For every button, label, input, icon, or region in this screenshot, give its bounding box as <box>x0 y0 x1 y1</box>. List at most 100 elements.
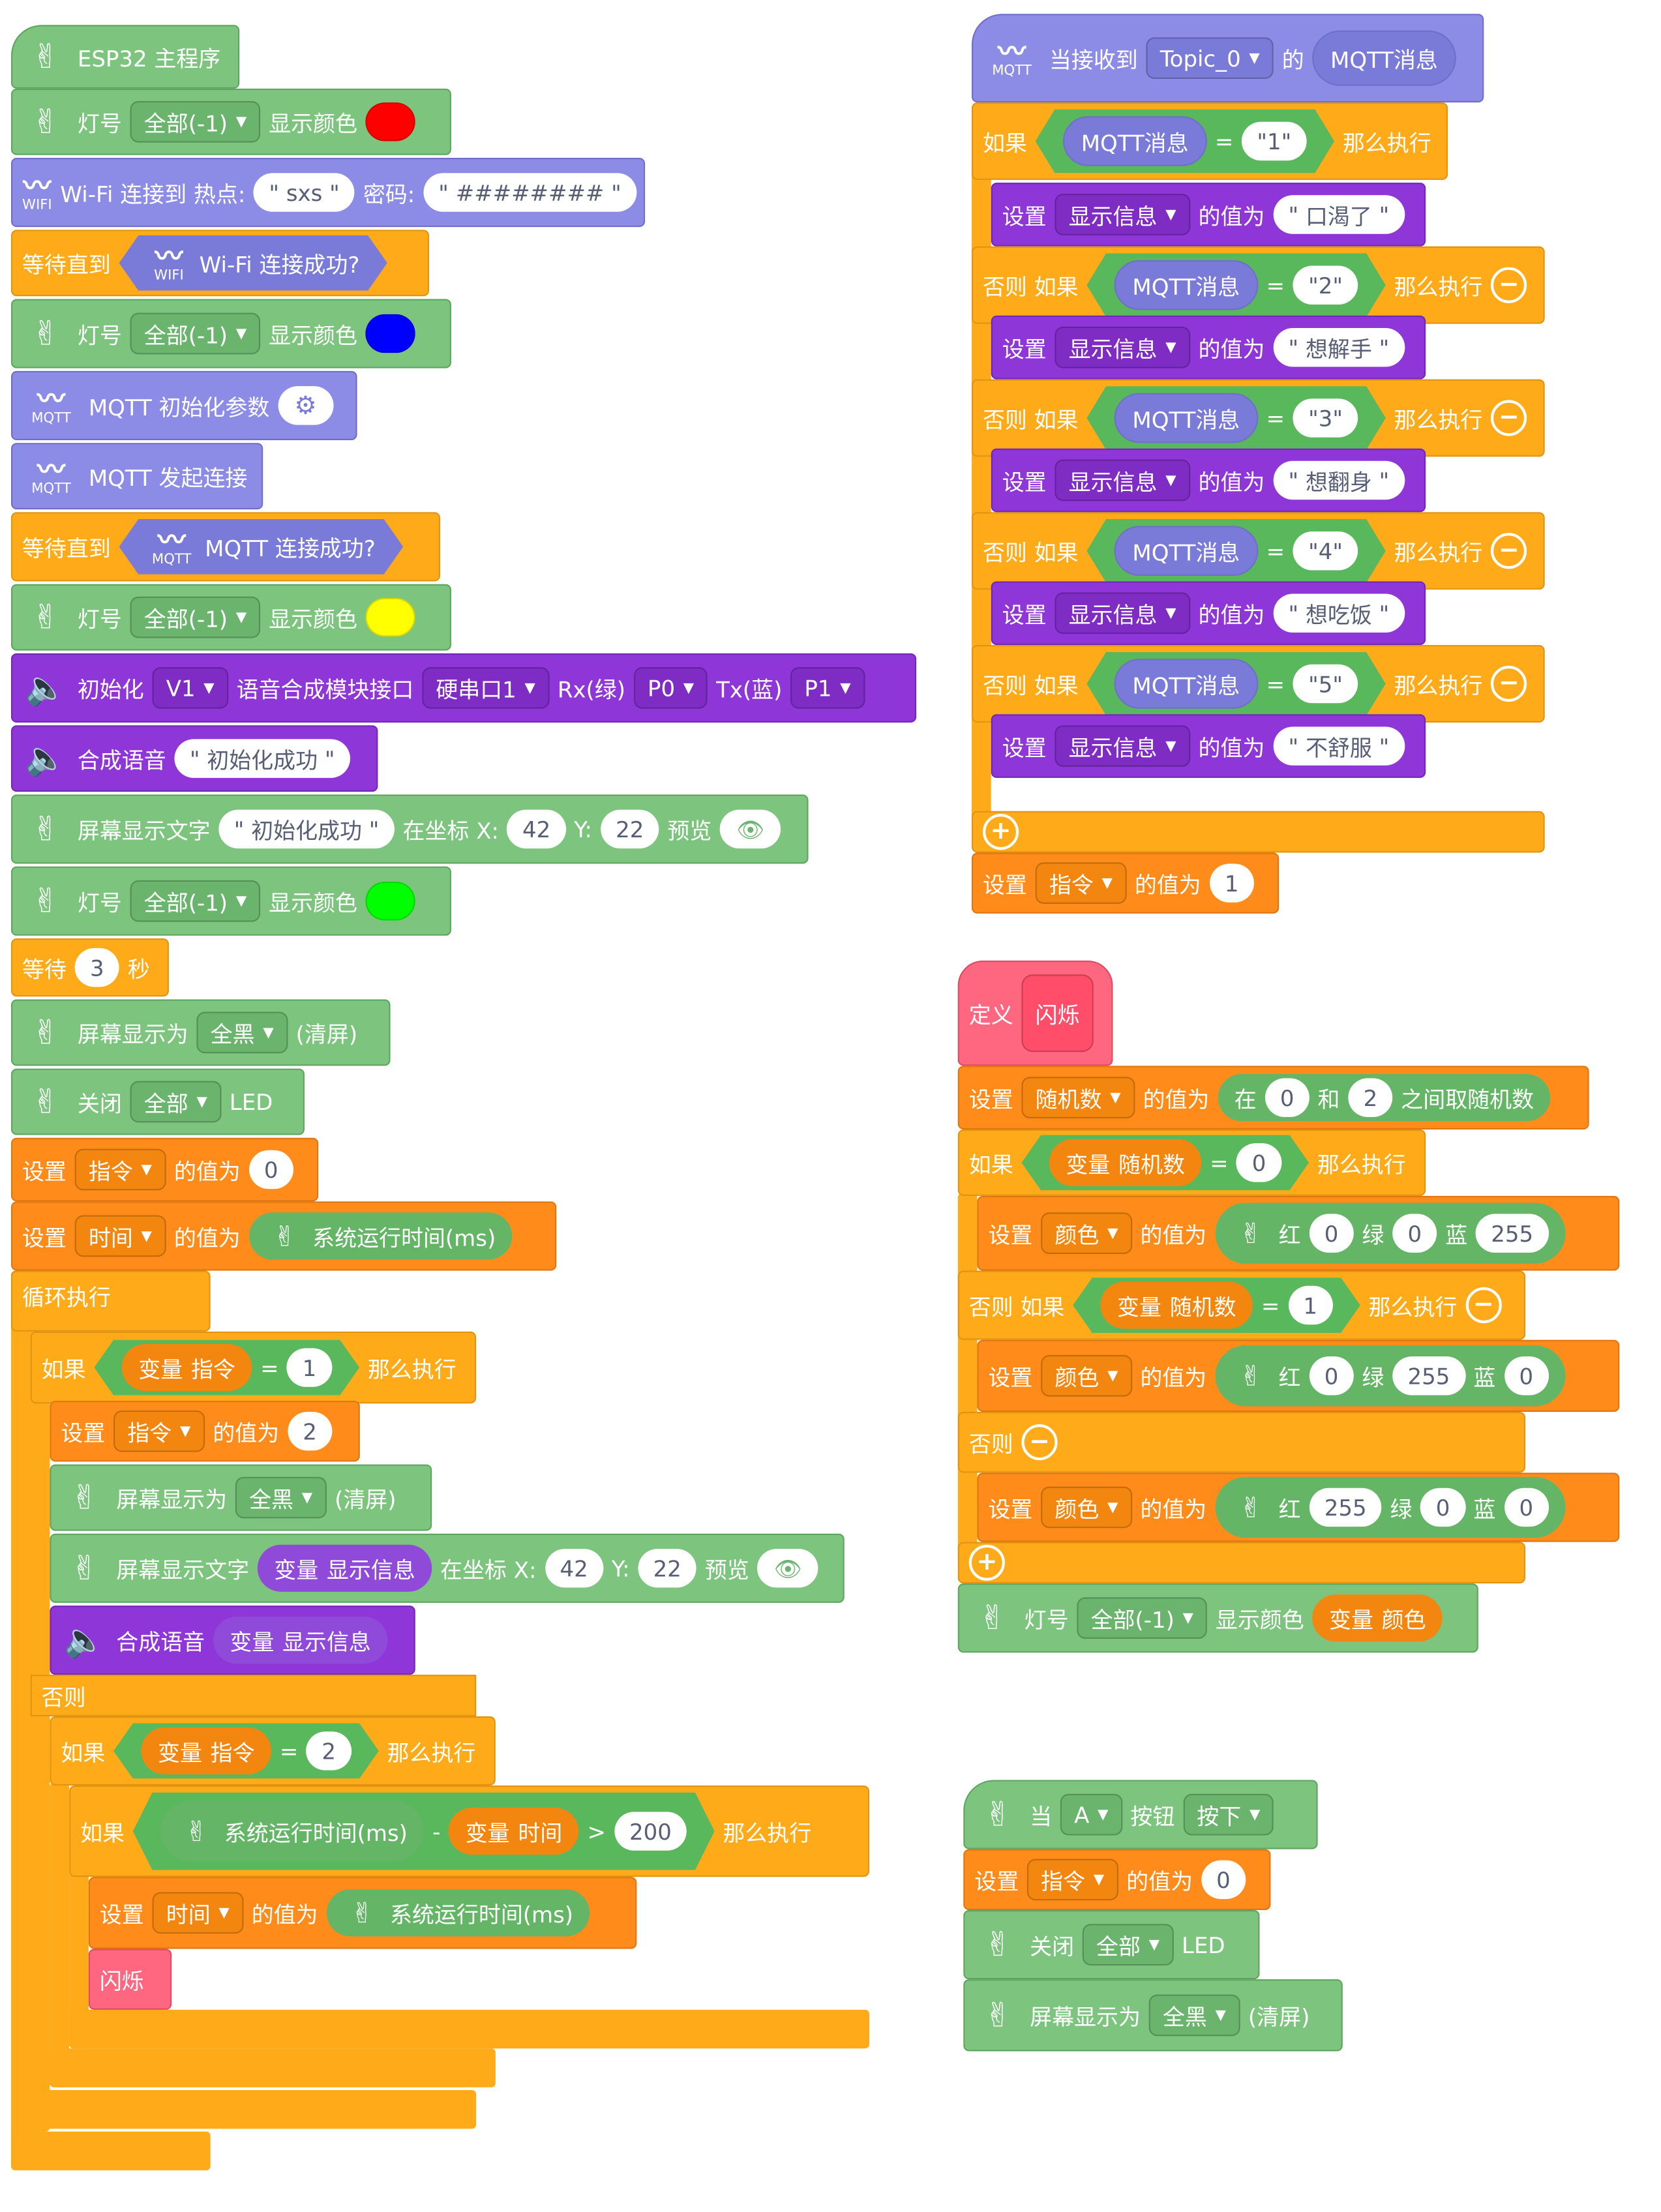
led-dropdown[interactable]: 全部(-1)▼ <box>130 596 261 638</box>
wait-mqtt-block[interactable]: 等待直到 〰MQTT MQTT 连接成功? <box>10 512 440 582</box>
variable-dropdown[interactable]: 显示信息▼ <box>1055 194 1190 235</box>
variable-dropdown[interactable]: 颜色▼ <box>1041 1212 1132 1254</box>
variable-dropdown[interactable]: 指令▼ <box>74 1148 166 1191</box>
plus-icon[interactable]: + <box>982 814 1019 850</box>
compare-value-input[interactable]: "4" <box>1293 531 1358 570</box>
time-gt-condition[interactable]: ✌系统运行时间(ms) - 变量时间 > 200 <box>133 1793 715 1870</box>
variable-dropdown[interactable]: 时间▼ <box>152 1892 243 1934</box>
else-if-rand1-block[interactable]: 否则 如果 变量随机数 = 1 那么执行 − <box>957 1270 1525 1340</box>
eye-icon[interactable]: 👁 <box>757 1549 818 1588</box>
info-text-input[interactable]: " 想吃饭 " <box>1273 593 1405 633</box>
mqtt-set-info-1-block[interactable]: 设置显示信息▼的值为" 口渴了 " <box>991 183 1426 247</box>
button-event-dropdown[interactable]: 按下▼ <box>1183 1793 1274 1836</box>
y-input[interactable]: 22 <box>600 809 659 849</box>
mqtt-set-cmd-block[interactable]: 设置 指令▼ 的值为 1 <box>971 852 1279 914</box>
set-cmd-2-block[interactable]: 设置 指令▼ 的值为 2 <box>50 1400 360 1462</box>
serial-port-dropdown[interactable]: 硬串口1▼ <box>422 667 550 709</box>
flash-add-else-block[interactable]: + <box>957 1542 1525 1584</box>
plus-icon[interactable]: + <box>968 1544 1005 1581</box>
color-yellow-swatch[interactable] <box>365 597 416 637</box>
mqtt-msg-reporter[interactable]: MQTT消息 <box>1115 393 1258 443</box>
var-rand-reporter[interactable]: 变量随机数 <box>1101 1281 1253 1328</box>
led-off-dropdown[interactable]: 全部▼ <box>130 1081 222 1123</box>
screen-clear-block[interactable]: ✌ 屏幕显示为 全黑▼ (清屏) <box>10 999 391 1066</box>
value-input[interactable]: 1 <box>1209 863 1254 903</box>
minus-icon[interactable]: − <box>1491 533 1527 569</box>
gear-icon[interactable]: ⚙ <box>278 386 334 425</box>
minus-icon[interactable]: − <box>1491 267 1527 303</box>
define-flash-block[interactable]: 定义 闪烁 <box>957 961 1113 1066</box>
led-dropdown[interactable]: 全部(-1)▼ <box>130 312 261 355</box>
red-input[interactable]: 255 <box>1309 1487 1382 1527</box>
mqtt-msg-reporter[interactable]: MQTT消息 <box>1115 260 1258 310</box>
green-input[interactable]: 0 <box>1392 1214 1437 1253</box>
led-blue-block[interactable]: ✌ 灯号 全部(-1)▼ 显示颜色 <box>10 299 451 368</box>
msg-eq-condition[interactable]: MQTT消息="2" <box>1086 253 1385 317</box>
threshold-input[interactable]: 200 <box>614 1812 687 1850</box>
compare-value-input[interactable]: "5" <box>1293 665 1358 703</box>
red-input[interactable]: 0 <box>1309 1356 1354 1396</box>
led-green-block[interactable]: ✌ 灯号 全部(-1)▼ 显示颜色 <box>10 866 451 936</box>
tts-init-block[interactable]: 🔈 合成语音 " 初始化成功 " <box>10 725 378 792</box>
minus-icon[interactable]: − <box>1021 1424 1058 1461</box>
set-rand-block[interactable]: 设置 随机数▼ 的值为 在 0 和 2 之间取随机数 <box>957 1066 1589 1129</box>
green-input[interactable]: 0 <box>1420 1487 1465 1527</box>
button-select-dropdown[interactable]: A▼ <box>1060 1793 1122 1836</box>
random-reporter[interactable]: 在 0 和 2 之间取随机数 <box>1218 1074 1551 1122</box>
voice-version-dropdown[interactable]: V1▼ <box>152 667 228 709</box>
set-time-block-2[interactable]: 设置 时间▼ 的值为 ✌系统运行时间(ms) <box>88 1877 637 1949</box>
variable-dropdown[interactable]: 随机数▼ <box>1021 1077 1135 1118</box>
screen-text-info-block[interactable]: ✌ 屏幕显示文字 变量显示信息 在坐标 X: 42 Y: 22 预览 👁 <box>50 1533 845 1603</box>
color-green-swatch[interactable] <box>365 882 416 921</box>
eye-icon[interactable]: 👁 <box>720 809 781 849</box>
mqtt-recv-hat-block[interactable]: 〰MQTT 当接收到 Topic_0▼ 的 MQTT消息 <box>971 14 1484 103</box>
info-text-input[interactable]: " 想翻身 " <box>1273 460 1405 500</box>
color-blue-swatch[interactable] <box>365 314 416 353</box>
msg-eq-condition[interactable]: MQTT消息="1" <box>1036 110 1334 173</box>
value-input[interactable]: 0 <box>1201 1860 1246 1900</box>
var-disp-info-reporter[interactable]: 变量显示信息 <box>213 1617 388 1664</box>
mqtt-ok-condition[interactable]: 〰MQTT MQTT 连接成功? <box>119 519 404 575</box>
screen-text-input[interactable]: " 初始化成功 " <box>218 809 395 849</box>
mqtt-set-info-5-block[interactable]: 设置显示信息▼的值为" 不舒服 " <box>991 714 1426 778</box>
mqtt-connect-block[interactable]: 〰MQTT MQTT 发起连接 <box>10 443 263 510</box>
mqtt-msg-reporter[interactable]: MQTT消息 <box>1063 116 1206 166</box>
blue-input[interactable]: 0 <box>1504 1487 1549 1527</box>
msg-eq-condition[interactable]: MQTT消息="3" <box>1086 386 1385 450</box>
set-cmd-block[interactable]: 设置 指令▼ 的值为 0 <box>10 1137 319 1202</box>
value-input[interactable]: 2 <box>287 1411 333 1451</box>
rand-eq-0-condition[interactable]: 变量随机数 = 0 <box>1021 1135 1309 1190</box>
info-text-input[interactable]: " 不舒服 " <box>1273 726 1405 766</box>
variable-dropdown[interactable]: 指令▼ <box>1026 1859 1118 1901</box>
mqtt-add-else-block[interactable]: + <box>971 811 1545 853</box>
var-disp-info-reporter[interactable]: 变量显示信息 <box>257 1544 432 1592</box>
compare-value-input[interactable]: 1 <box>287 1348 331 1386</box>
if-rand0-block[interactable]: 如果 变量随机数 = 0 那么执行 <box>957 1129 1426 1196</box>
compare-value-input[interactable]: "3" <box>1293 398 1358 437</box>
topic-dropdown[interactable]: Topic_0▼ <box>1146 37 1274 79</box>
minus-icon[interactable]: − <box>1465 1287 1502 1324</box>
tx-pin-dropdown[interactable]: P1▼ <box>790 667 865 709</box>
wait-wifi-block[interactable]: 等待直到 〰WIFI Wi-Fi 连接成功? <box>10 230 429 297</box>
mqtt-set-info-2-block[interactable]: 设置显示信息▼的值为" 想解手 " <box>991 315 1426 380</box>
variable-dropdown[interactable]: 指令▼ <box>1035 862 1127 904</box>
if-cmd2-block[interactable]: 如果 变量指令 = 2 那么执行 <box>50 1716 496 1786</box>
mqtt-msg-reporter[interactable]: MQTT消息 <box>1312 30 1456 86</box>
run-time-reporter[interactable]: ✌系统运行时间(ms) <box>248 1212 513 1260</box>
var-time-reporter[interactable]: 变量时间 <box>449 1808 579 1855</box>
led-dropdown[interactable]: 全部(-1)▼ <box>1077 1597 1208 1639</box>
variable-dropdown[interactable]: 颜色▼ <box>1041 1354 1132 1397</box>
red-input[interactable]: 0 <box>1309 1214 1354 1253</box>
blue-input[interactable]: 0 <box>1504 1356 1549 1396</box>
else-rand-block[interactable]: 否则 − <box>957 1411 1525 1473</box>
led-dropdown[interactable]: 全部(-1)▼ <box>130 880 261 922</box>
variable-dropdown[interactable]: 显示信息▼ <box>1055 459 1190 501</box>
variable-dropdown[interactable]: 指令▼ <box>113 1410 205 1452</box>
